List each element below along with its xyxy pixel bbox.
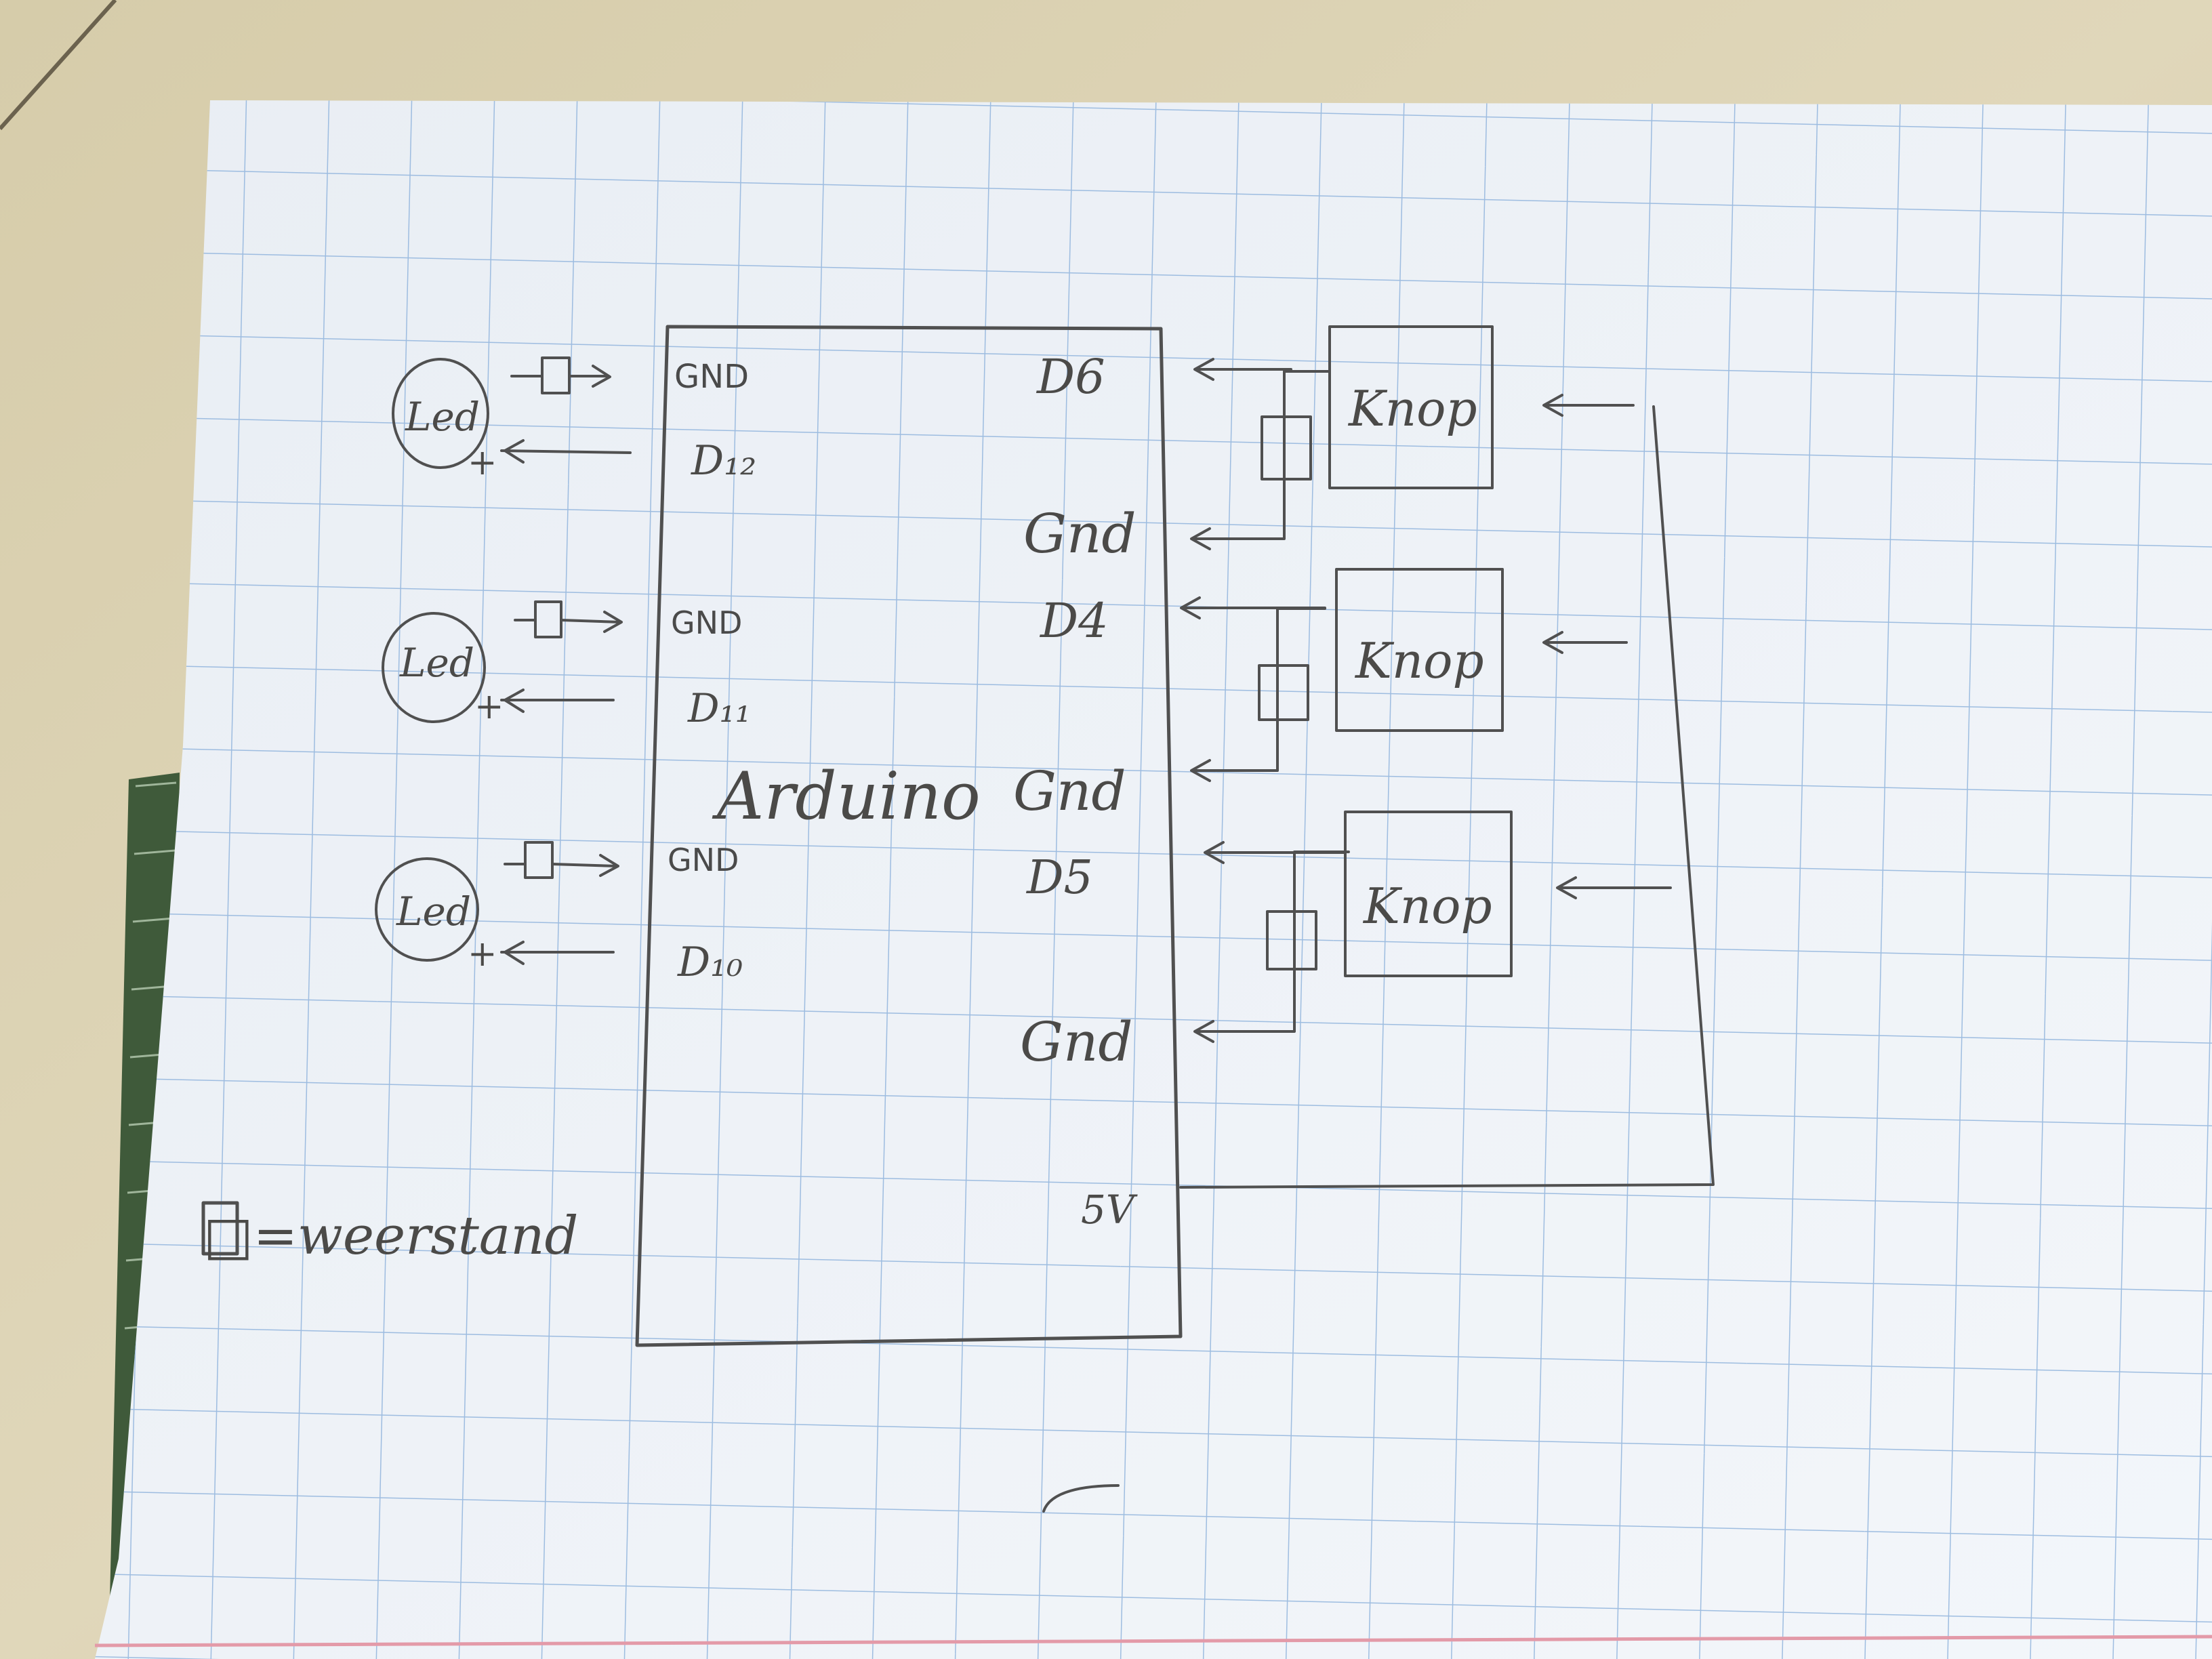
button3-gnd-pin-label: Gnd — [1020, 1010, 1133, 1073]
button2-gnd-pin-label: Gnd — [1013, 760, 1126, 823]
supply-arrow — [1542, 394, 1635, 417]
led-plus-label: + — [468, 443, 497, 483]
gnd-pin-label: GND — [671, 605, 742, 641]
gnd-pin-label: GND — [674, 358, 749, 396]
legend-text: □=weerstand — [203, 1206, 578, 1267]
gnd-pin-label: GND — [668, 842, 739, 878]
led-group-2: Led + GND D₁₁ — [382, 600, 751, 731]
led-plus-label: + — [474, 687, 504, 727]
paper-margin-line — [94, 1635, 2212, 1647]
led-plus-label: + — [468, 934, 497, 975]
button-label: Knop — [1354, 632, 1484, 689]
resistor-icon — [1261, 415, 1312, 480]
resistor-legend-icon — [201, 1201, 239, 1256]
resistor-icon — [524, 841, 554, 879]
button3-signal-pin-label: D5 — [1025, 851, 1093, 905]
led-circle-icon — [382, 612, 486, 723]
button-group-1: Knop — [1190, 325, 1635, 550]
data-pin-label: D₁₂ — [691, 437, 756, 485]
data-pin-label: D₁₀ — [677, 939, 743, 986]
d6-wire — [1193, 358, 1292, 381]
gnd-wire — [510, 365, 611, 388]
arduino-label: Arduino — [712, 758, 981, 834]
button2-signal-pin-label: D4 — [1039, 593, 1109, 649]
resistor-icon — [1266, 910, 1317, 970]
button-box — [1328, 325, 1494, 489]
led-label: Led — [399, 640, 474, 686]
stray-pencil-mark — [1042, 1484, 1120, 1513]
led-group-1: Led + GND D₁₂ — [392, 356, 756, 485]
legend: □=weerstand — [201, 1201, 578, 1267]
gnd-wire — [504, 854, 619, 877]
led-label: Led — [396, 888, 471, 935]
resistor-icon — [1258, 664, 1309, 721]
button-group-3: Knop — [1193, 811, 1672, 1043]
desk-crack — [0, 0, 117, 131]
data-pin-label: D₁₁ — [687, 685, 751, 731]
data-wire — [500, 689, 615, 713]
led-circle-icon — [392, 358, 489, 469]
button-group-2: Knop — [1180, 568, 1628, 782]
button-label: Knop — [1362, 878, 1492, 935]
button1-signal-pin-label: D6 — [1036, 349, 1105, 405]
button-box — [1344, 811, 1513, 977]
led-label: Led — [405, 394, 480, 440]
d5-wire — [1204, 841, 1347, 864]
led-circle-icon — [375, 857, 479, 962]
supply-arrow — [1542, 631, 1628, 654]
button-box — [1335, 568, 1504, 732]
d4-wire — [1180, 596, 1326, 619]
button1-gnd-pin-label: Gnd — [1023, 502, 1136, 565]
5v-supply-rail — [1179, 405, 1715, 1189]
led-group-3: Led + GND D₁₀ — [375, 841, 743, 986]
arduino-board — [635, 325, 1183, 1347]
data-wire — [500, 439, 632, 464]
power-pin-label: 5V — [1081, 1187, 1138, 1233]
gnd-wire — [514, 611, 623, 633]
signal-wire — [1190, 370, 1330, 550]
paper-grid — [95, 100, 2212, 1659]
button-label: Knop — [1347, 380, 1477, 437]
supply-arrow — [1556, 876, 1672, 899]
data-wire — [500, 941, 615, 965]
